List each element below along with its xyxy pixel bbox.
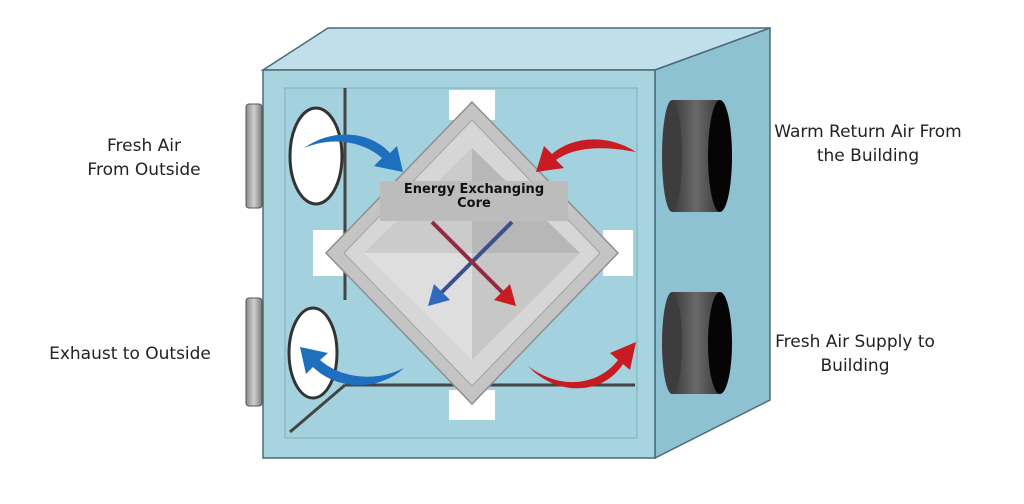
fresh-supply-line1: Fresh Air Supply to <box>775 332 935 352</box>
fresh-supply-line2: Building <box>820 356 890 376</box>
return-air-in-arrow <box>536 139 636 172</box>
warm-return-label: Warm Return Air From the Building <box>748 120 988 168</box>
left-upper-duct <box>245 103 344 209</box>
fresh-air-outside-label: Fresh Air From Outside <box>64 134 224 182</box>
core-label-line1: Energy Exchanging <box>403 182 545 197</box>
exhaust-outside-line1: Exhaust to Outside <box>49 344 211 364</box>
fresh-air-outside-line2: From Outside <box>87 160 201 180</box>
fresh-air-in-arrow <box>304 134 403 172</box>
right-upper-duct <box>662 100 732 212</box>
warm-return-line1: Warm Return Air From <box>774 122 962 142</box>
fresh-supply-label: Fresh Air Supply to Building <box>740 330 970 378</box>
core-label: Energy Exchanging Core <box>382 183 566 211</box>
exhaust-outside-label: Exhaust to Outside <box>30 342 230 366</box>
supply-air-out-arrow <box>528 342 636 389</box>
core-label-line2: Core <box>457 196 491 211</box>
fresh-air-outside-line1: Fresh Air <box>107 136 181 156</box>
energy-exchanging-core <box>324 100 620 406</box>
right-lower-duct <box>662 292 732 394</box>
exhaust-out-arrow <box>300 347 404 386</box>
crossing-flow-arrows <box>428 220 516 306</box>
warm-return-line2: the Building <box>816 146 920 166</box>
